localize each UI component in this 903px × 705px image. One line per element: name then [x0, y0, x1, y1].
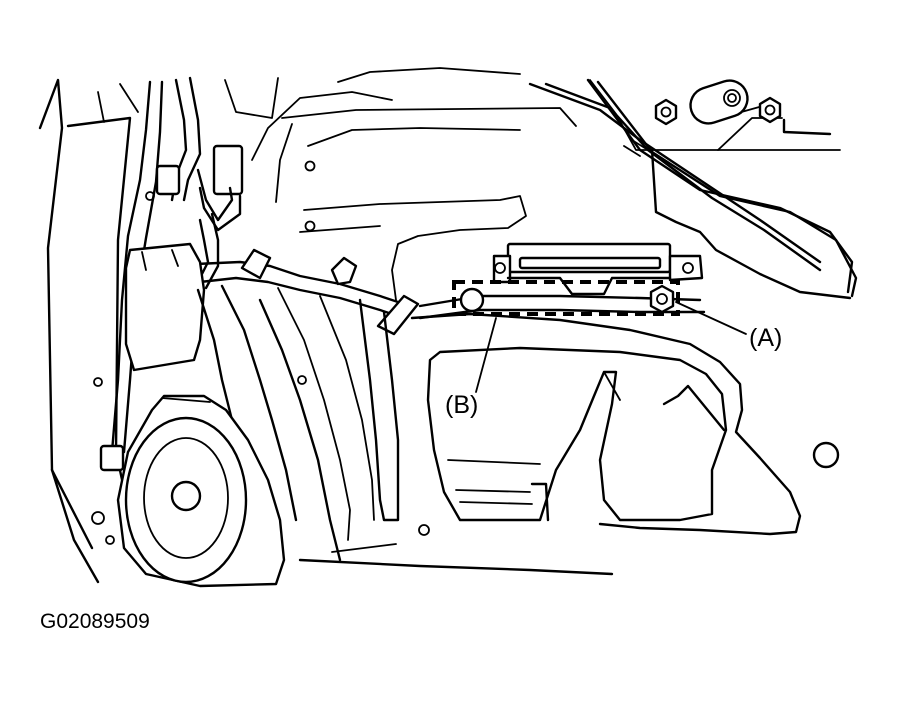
- wiring-harness: [99, 76, 420, 472]
- nut-a: [649, 284, 675, 314]
- panel-holes: [91, 160, 840, 545]
- speaker: [116, 394, 286, 588]
- bolt-b: [459, 287, 485, 313]
- harness-box: [124, 242, 206, 372]
- upper-right-area: [528, 78, 858, 300]
- inner-panel-stampings: [196, 284, 614, 576]
- callout-label-b: (B): [445, 391, 479, 419]
- callout-label-a: (A): [749, 324, 783, 352]
- upper-panel-contours: [224, 67, 577, 301]
- leader-line-b: [475, 317, 497, 393]
- dashed-region-b: [452, 280, 680, 316]
- access-opening: [410, 312, 802, 536]
- leader-line-a: [675, 301, 747, 335]
- figure-code: G02089509: [40, 610, 150, 633]
